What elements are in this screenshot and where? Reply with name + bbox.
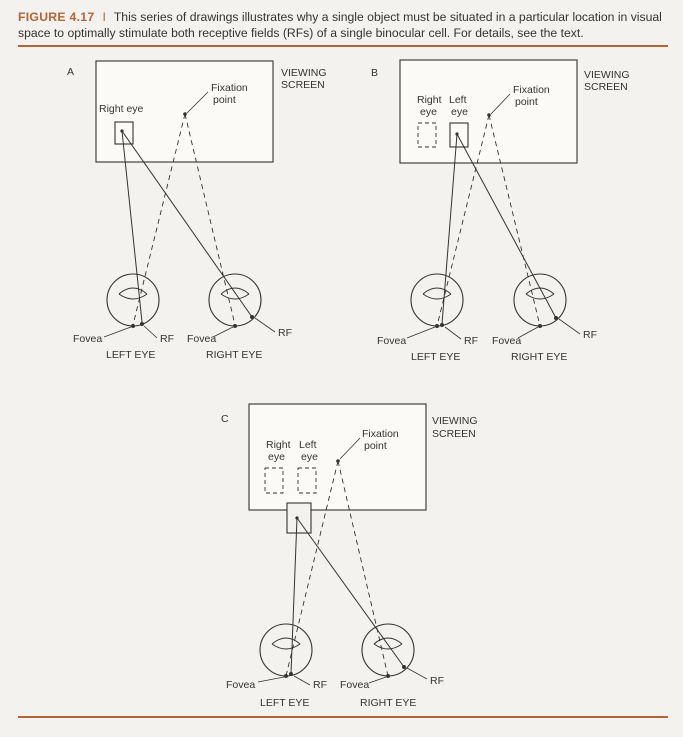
panel-c-fixation-label: Fixation bbox=[362, 428, 399, 440]
panel-b-viewing-screen bbox=[399, 59, 578, 164]
panel-b-right-fovea-label: Fovea bbox=[492, 335, 521, 347]
panel-a-right-eye-title: RIGHT EYE bbox=[206, 349, 262, 361]
panel-c-left-eyeball bbox=[259, 623, 313, 677]
panel-b-left-label: Left bbox=[449, 94, 467, 106]
caption-separator: I bbox=[102, 10, 106, 24]
panel-b-right-eye-title: RIGHT EYE bbox=[511, 351, 567, 363]
panel-a-left-fovea-label: Fovea bbox=[73, 333, 102, 345]
panel-c-letter: C bbox=[221, 413, 229, 425]
panel-c-screen-label: SCREEN bbox=[432, 428, 476, 440]
panel-c-right-rf-label: RF bbox=[430, 675, 444, 687]
panel-c-left-eye-label: eye bbox=[301, 451, 318, 463]
panel-c: C VIEWING SCREEN Fixation point Right ey… bbox=[221, 403, 478, 709]
panel-c-right-fovea-label: Fovea bbox=[340, 679, 369, 691]
caption-text: This series of drawings illustrates why … bbox=[18, 10, 662, 40]
panel-b-right-eyeball bbox=[513, 273, 567, 327]
panel-a-screen-label: SCREEN bbox=[281, 79, 325, 91]
panel-b-left-fovea-label: Fovea bbox=[377, 335, 406, 347]
panel-a-right-fovea-label: Fovea bbox=[187, 333, 216, 345]
panel-c-right-label: Right bbox=[266, 439, 291, 451]
panel-a: A VIEWING SCREEN Fixation point Right ey… bbox=[67, 60, 327, 361]
figure-label: FIGURE 4.17 bbox=[18, 10, 95, 24]
panel-b: B VIEWING SCREEN Fixation point Right ey… bbox=[371, 59, 630, 363]
panel-b-right-eye-label: eye bbox=[420, 106, 437, 118]
panel-b-left-eyeball bbox=[410, 273, 464, 327]
panel-b-left-rf-label: RF bbox=[464, 335, 478, 347]
panel-c-left-fovea-label: Fovea bbox=[226, 679, 255, 691]
panel-a-right-rf-label: RF bbox=[278, 327, 292, 339]
panel-b-point-label: point bbox=[515, 96, 538, 108]
panel-a-point-label: point bbox=[213, 94, 236, 106]
panel-c-left-label: Left bbox=[299, 439, 317, 451]
panel-c-point-label: point bbox=[364, 440, 387, 452]
panel-a-letter: A bbox=[67, 66, 74, 78]
panel-a-right-eye-rf-box bbox=[114, 121, 134, 145]
panel-b-right-label: Right bbox=[417, 94, 442, 106]
bottom-rule bbox=[18, 716, 668, 718]
panel-b-screen-label: SCREEN bbox=[584, 81, 628, 93]
panel-a-viewing-screen bbox=[95, 60, 274, 163]
panel-c-viewing-label: VIEWING bbox=[432, 415, 478, 427]
panel-c-left-eye-rf-box bbox=[297, 467, 317, 494]
panel-b-fixation-label: Fixation bbox=[513, 84, 550, 96]
panel-c-viewing-screen bbox=[248, 403, 427, 511]
panel-c-right-eye-title: RIGHT EYE bbox=[360, 697, 416, 709]
panel-b-left-eye-title: LEFT EYE bbox=[411, 351, 460, 363]
panel-a-viewing-label: VIEWING bbox=[281, 67, 327, 79]
panel-b-right-eye-rf-box bbox=[417, 122, 437, 148]
panel-b-letter: B bbox=[371, 67, 378, 79]
panel-a-left-rf-label: RF bbox=[160, 333, 174, 345]
panel-b-left-eye-rf-box bbox=[449, 122, 469, 148]
panel-c-right-eye-rf-box bbox=[264, 467, 284, 494]
panel-a-left-eyeball bbox=[106, 273, 160, 327]
panel-b-left-eye-label: eye bbox=[451, 106, 468, 118]
top-rule bbox=[18, 45, 668, 47]
panel-c-left-eye-title: LEFT EYE bbox=[260, 697, 309, 709]
panel-c-object-box bbox=[286, 502, 312, 534]
panel-a-left-eye-title: LEFT EYE bbox=[106, 349, 155, 361]
panel-a-fixation-label: Fixation bbox=[211, 82, 248, 94]
panel-c-left-rf-label: RF bbox=[313, 679, 327, 691]
panel-c-right-eye-label: eye bbox=[268, 451, 285, 463]
panel-b-viewing-label: VIEWING bbox=[584, 69, 630, 81]
panel-a-right-eye-rf-label: Right eye bbox=[99, 103, 144, 115]
panel-b-right-rf-label: RF bbox=[583, 329, 597, 341]
panel-c-right-eyeball bbox=[361, 623, 415, 677]
